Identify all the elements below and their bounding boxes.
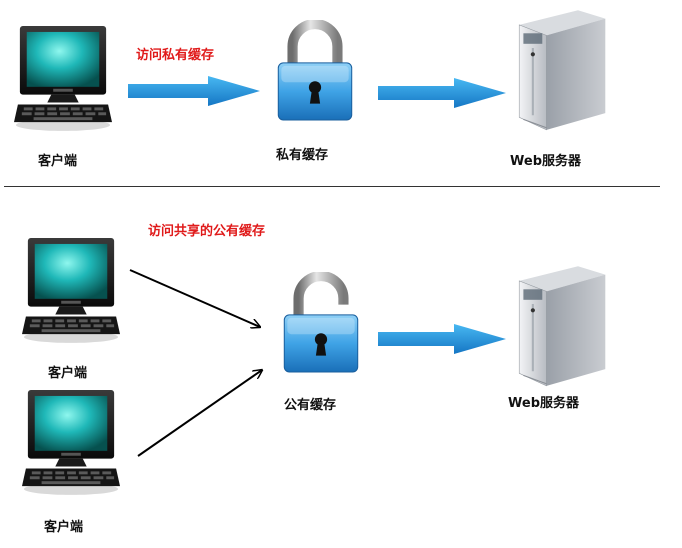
public-cache-annotation: 访问共享的公有缓存	[148, 224, 266, 239]
connection-line	[129, 269, 260, 327]
client-label: 客户端	[48, 366, 88, 381]
web-server-icon	[504, 262, 610, 388]
public-cache-label: 公有缓存	[284, 398, 337, 413]
web-server-label: Web服务器	[508, 396, 579, 411]
web-server-label: Web服务器	[510, 154, 581, 169]
connection-line	[137, 370, 262, 457]
public-cache-lock-icon	[280, 272, 362, 374]
request-arrow	[128, 76, 260, 106]
private-cache-annotation: 访问私有缓存	[136, 48, 215, 63]
client-label: 客户端	[38, 154, 78, 169]
section-divider	[4, 186, 660, 187]
client-label: 客户端	[44, 520, 84, 535]
forward-arrow	[378, 324, 506, 354]
private-cache-label: 私有缓存	[276, 148, 329, 163]
forward-arrow	[378, 78, 506, 108]
